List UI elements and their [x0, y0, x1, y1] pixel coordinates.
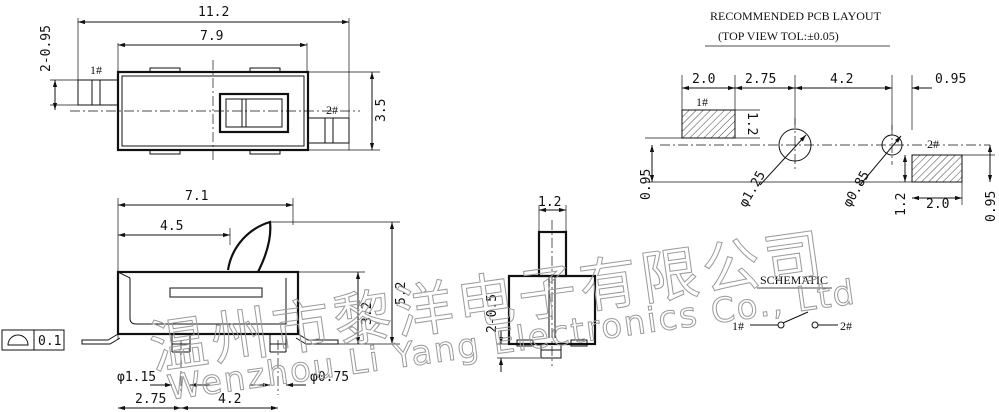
pcb-dim-1-2-bottom: 1.2 [894, 193, 909, 216]
dim-3-2: 3.2 [360, 302, 375, 325]
pcb-dim-phi-1-25: φ1.25 [736, 169, 769, 210]
switch-body-side [116, 270, 300, 336]
dim-2-0-95: 2-0.95 [39, 25, 54, 72]
schematic-pin2: 2# [840, 319, 852, 333]
dim-3-5: 3.5 [374, 99, 389, 122]
pcb-pad1-label: 1# [696, 95, 708, 109]
dim-side-4-2: 4.2 [218, 392, 241, 407]
dim-5-2: 5.2 [394, 282, 409, 305]
top-view: 11.2 7.9 2-0.95 1# 2# [39, 5, 389, 162]
schematic-title: SCHEMATIC [760, 273, 828, 287]
dim-end-2-0-5: 2-0.5 [485, 294, 500, 333]
pcb-pad2-label: 2# [927, 137, 939, 151]
top-pin1-label: 1# [90, 63, 102, 77]
dim-phi-1-15: φ1.15 [117, 370, 156, 385]
flatness-value: 0.1 [38, 334, 61, 349]
pcb-dim-0-95-left: 0.95 [639, 169, 654, 200]
dim-phi-0-75: φ0.75 [310, 370, 349, 385]
end-view: 1.2 2-0.5 [485, 195, 597, 372]
pcb-dim-4-2: 4.2 [830, 72, 853, 87]
schematic-pin1: 1# [732, 319, 744, 333]
top-pin2-label: 2# [326, 103, 338, 117]
pcb-dim-0-95-top: 0.95 [935, 72, 966, 87]
company-watermark: 温州市黎洋电子有限公司 Wenzhou Li Yang Electronics … [145, 220, 860, 409]
dim-7-9: 7.9 [200, 29, 223, 44]
actuator-lever [226, 220, 272, 273]
pcb-dim-0-95-right: 0.95 [984, 191, 999, 222]
pcb-dim-2-75: 2.75 [745, 72, 776, 87]
pcb-subtitle: (TOP VIEW TOL:±0.05) [718, 29, 839, 43]
dim-side-2-75: 2.75 [135, 392, 166, 407]
dim-11-2: 11.2 [198, 5, 229, 20]
side-view: 7.1 4.5 5.2 3.2 φ1.15 [81, 189, 409, 411]
pcb-title: RECOMMENDED PCB LAYOUT [710, 9, 882, 23]
dim-end-1-2: 1.2 [538, 195, 561, 210]
pcb-pad-2 [911, 154, 963, 183]
pcb-dim-phi-0-85: φ0.85 [840, 169, 873, 210]
pcb-pad-1 [681, 109, 736, 139]
pcb-dim-2-0-bottom: 2.0 [926, 197, 949, 212]
dim-4-5: 4.5 [160, 219, 183, 234]
pcb-dim-2-0-top: 2.0 [692, 72, 715, 87]
pcb-layout: RECOMMENDED PCB LAYOUT (TOP VIEW TOL:±0.… [639, 9, 999, 222]
pin-2-top [307, 117, 350, 144]
pin-1-top [77, 79, 119, 106]
actuator-top [218, 92, 290, 134]
dim-7-1: 7.1 [185, 189, 208, 204]
flatness-tolerance-frame: 0.1 [1, 329, 65, 351]
pcb-dim-1-2-pad: 1.2 [744, 112, 759, 135]
schematic: SCHEMATIC 1# 2# [732, 273, 852, 333]
